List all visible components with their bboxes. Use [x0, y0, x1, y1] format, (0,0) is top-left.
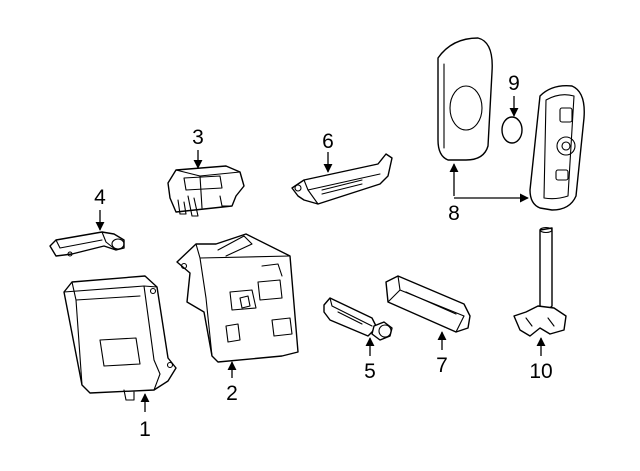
part-3-sensor: [167, 165, 245, 217]
part-4-bracket: [49, 231, 125, 257]
callout-7: 7: [436, 354, 448, 377]
callout-1: 1: [139, 418, 151, 441]
callout-8: 8: [448, 202, 460, 225]
part-8-key-fob: [437, 37, 585, 211]
part-1-control-module: [63, 275, 177, 401]
part-5-antenna: [323, 297, 393, 341]
callout-4: 4: [94, 186, 106, 209]
callout-2: 2: [226, 382, 238, 405]
part-2-module-bracket: [176, 233, 299, 363]
callout-9: 9: [508, 72, 520, 95]
part-6-antenna-bar: [291, 153, 393, 205]
callout-3: 3: [192, 126, 204, 149]
part-9-battery: [501, 116, 523, 144]
callout-10: 10: [529, 360, 552, 383]
part-7-tray: [385, 275, 471, 333]
part-10-key-blade: [513, 226, 567, 337]
callout-6: 6: [322, 130, 334, 153]
callout-5: 5: [364, 360, 376, 383]
